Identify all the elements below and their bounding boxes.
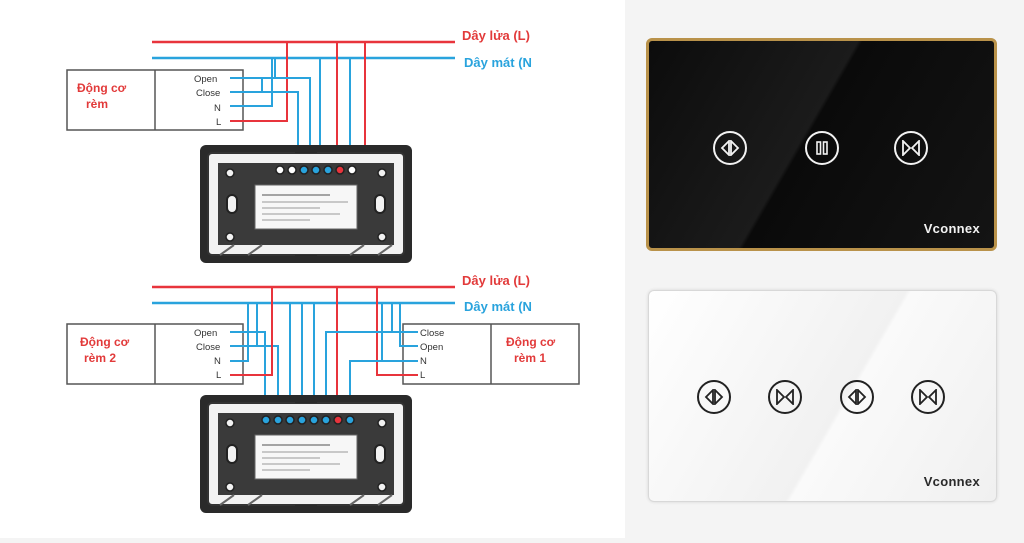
terminal-n: N bbox=[214, 103, 221, 114]
pause-button[interactable] bbox=[805, 131, 839, 165]
curtain-motor-box: Động cơ rèm Open Close N L bbox=[66, 69, 244, 131]
brand-logo: Vconnex bbox=[923, 221, 980, 236]
top-wiring-diagram: Dây lửa (L) Dây mát (N Động cơ rèm Open … bbox=[66, 28, 532, 264]
terminal-close: Close bbox=[196, 342, 220, 353]
open-curtain-icon bbox=[847, 389, 867, 405]
motor-1-label-line2: rèm 1 bbox=[514, 351, 546, 365]
pause-icon bbox=[816, 141, 828, 155]
terminal-n: N bbox=[420, 356, 427, 367]
live-wire-label: Dây lửa (L) bbox=[462, 273, 530, 288]
terminal-block bbox=[261, 415, 355, 425]
curtain-motor-1-box: Động cơ rèm 1 Close Open N L bbox=[402, 323, 580, 385]
terminal-l: L bbox=[216, 370, 221, 381]
motor-label-line2: rèm bbox=[86, 97, 108, 111]
switch-back-body bbox=[199, 144, 413, 264]
open-curtain-2-button[interactable] bbox=[840, 380, 874, 414]
close-curtain-2-button[interactable] bbox=[911, 380, 945, 414]
switch-back-body bbox=[199, 394, 413, 514]
live-wire-label: Dây lửa (L) bbox=[462, 28, 530, 43]
terminal-block bbox=[275, 165, 357, 175]
motor-2-label-line2: rèm 2 bbox=[84, 351, 116, 365]
brand-logo: Vconnex bbox=[923, 474, 980, 489]
motor-2-label-line1: Động cơ bbox=[80, 335, 130, 349]
close-curtain-icon bbox=[776, 389, 794, 405]
terminal-open: Open bbox=[194, 328, 217, 339]
terminal-n: N bbox=[214, 356, 221, 367]
neutral-wire-label: Dây mát (N bbox=[464, 299, 532, 314]
motor-1-label-line1: Động cơ bbox=[506, 335, 556, 349]
close-curtain-button[interactable] bbox=[894, 131, 928, 165]
open-curtain-1-button[interactable] bbox=[697, 380, 731, 414]
terminal-close: Close bbox=[196, 88, 220, 99]
terminal-l: L bbox=[420, 370, 425, 381]
open-curtain-icon bbox=[704, 389, 724, 405]
wiring-diagram: Dây lửa (L) Dây mát (N Động cơ rèm Open … bbox=[0, 0, 625, 538]
terminal-open: Open bbox=[194, 74, 217, 85]
motor-label-line1: Động cơ bbox=[77, 81, 127, 95]
neutral-wire-label: Dây mát (N bbox=[464, 55, 532, 70]
close-curtain-1-button[interactable] bbox=[768, 380, 802, 414]
terminal-l: L bbox=[216, 117, 221, 128]
terminal-close: Close bbox=[420, 328, 444, 339]
wiring-diagram-svg: Dây lửa (L) Dây mát (N Động cơ rèm Open … bbox=[66, 28, 580, 514]
white-curtain-switch: Vconnex bbox=[648, 290, 997, 502]
curtain-motor-2-box: Động cơ rèm 2 Open Close N L bbox=[66, 323, 244, 385]
open-curtain-icon bbox=[720, 140, 740, 156]
black-curtain-switch: Vconnex bbox=[646, 38, 997, 251]
close-curtain-icon bbox=[902, 140, 920, 156]
bottom-wiring-diagram: Dây lửa (L) Dây mát (N Động cơ rèm 2 Ope… bbox=[66, 273, 580, 514]
open-curtain-button[interactable] bbox=[713, 131, 747, 165]
terminal-open: Open bbox=[420, 342, 443, 353]
close-curtain-icon bbox=[919, 389, 937, 405]
